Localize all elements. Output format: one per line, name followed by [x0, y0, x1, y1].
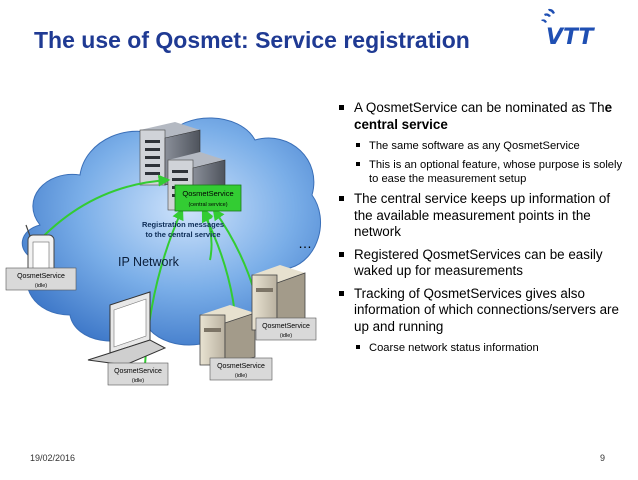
- bullet-text: A QosmetService can be nominated as Th: [354, 100, 605, 115]
- phone-service-label: QosmetService (idle): [5, 267, 77, 291]
- desktop-center-service-status: (idle): [235, 373, 247, 379]
- ip-network-label: IP Network: [118, 255, 180, 269]
- bullet-wake-up: Registered QosmetServices can be easily …: [335, 247, 625, 280]
- vtt-logo: VTT: [541, 8, 596, 50]
- desktop-right-service-name: QosmetService: [262, 323, 310, 330]
- laptop-device: [87, 291, 167, 366]
- page-number: 9: [600, 453, 606, 463]
- bullet-central-service: A QosmetService can be nominated as The …: [335, 100, 625, 133]
- slide-title: The use of Qosmet: Service registration: [34, 27, 470, 53]
- footer-date: 19/02/2016: [30, 453, 76, 463]
- bullet-tracking: Tracking of QosmetServices gives also in…: [335, 286, 625, 336]
- subbullet-optional-feature: This is an optional feature, whose purpo…: [335, 158, 625, 186]
- bullet-list: A QosmetService can be nominated as The …: [335, 100, 625, 360]
- network-diagram: QosmetService (central service) Registra…: [5, 117, 321, 386]
- subbullet-same-software: The same software as any QosmetService: [335, 139, 625, 153]
- central-server-rack: [139, 122, 226, 211]
- ip-network-cloud: [22, 117, 321, 346]
- desktop-tower-center: [199, 305, 256, 366]
- bullet-bold-text: e central service: [354, 100, 613, 132]
- bullet-keeps-information: The central service keeps up information…: [335, 191, 625, 241]
- registration-note-line-1: Registration messages: [142, 220, 224, 229]
- desktop-center-service-label: QosmetService (idle): [209, 357, 273, 381]
- phone-service-name: QosmetService: [17, 273, 65, 280]
- central-service-label: QosmetService (central service): [174, 184, 242, 212]
- arrow-from-cloud-edge: [202, 207, 214, 261]
- arrow-from-phone: [34, 174, 171, 246]
- subbullet-network-status: Coarse network status information: [335, 341, 625, 355]
- laptop-service-status: (idle): [132, 378, 144, 384]
- logo-text: VTT: [546, 25, 596, 50]
- central-service-status: (central service): [188, 202, 227, 208]
- registration-note-line-2: to the central service: [145, 230, 220, 239]
- desktop-right-service-label: QosmetService (idle): [255, 317, 317, 341]
- more-services-ellipsis: …: [298, 235, 312, 251]
- desktop-right-service-status: (idle): [280, 333, 292, 339]
- desktop-center-service-name: QosmetService: [217, 363, 265, 370]
- laptop-service-name: QosmetService: [114, 368, 162, 375]
- laptop-service-label: QosmetService (idle): [107, 362, 169, 386]
- phone-service-status: (idle): [35, 283, 47, 289]
- central-service-name: QosmetService: [182, 189, 233, 198]
